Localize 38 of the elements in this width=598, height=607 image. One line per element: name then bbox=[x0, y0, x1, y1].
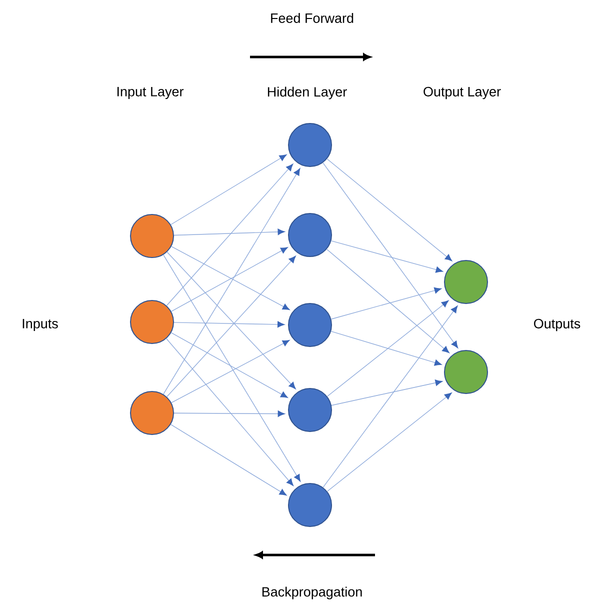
arrow bbox=[166, 164, 294, 306]
backpropagation-label: Backpropagation bbox=[262, 586, 362, 600]
arrow bbox=[326, 300, 449, 397]
arrow bbox=[174, 410, 285, 417]
arrow bbox=[163, 168, 300, 395]
arrow bbox=[330, 330, 442, 366]
arrow bbox=[326, 392, 452, 492]
arrow bbox=[171, 340, 290, 404]
side-label: Outputs bbox=[534, 318, 580, 332]
arrow bbox=[174, 228, 285, 236]
arrow bbox=[326, 158, 452, 262]
hidden-neuron bbox=[288, 483, 332, 527]
arrow bbox=[163, 254, 301, 482]
arrow bbox=[330, 287, 442, 320]
arrow bbox=[166, 338, 294, 486]
layer-label: Output Layer bbox=[424, 86, 501, 100]
arrow bbox=[170, 154, 287, 225]
hidden-neuron bbox=[288, 388, 332, 432]
hidden-neuron bbox=[288, 213, 332, 257]
input-neuron bbox=[130, 391, 174, 435]
layer-label: Hidden Layer bbox=[268, 86, 347, 100]
arrow bbox=[174, 321, 285, 328]
output-neuron bbox=[444, 260, 488, 304]
arrow bbox=[326, 248, 450, 354]
side-label: Inputs bbox=[22, 318, 58, 332]
feed-forward-label: Feed Forward bbox=[271, 13, 354, 23]
input-neuron bbox=[130, 300, 174, 344]
arrow bbox=[331, 380, 442, 406]
arrow bbox=[322, 306, 458, 488]
layer-label: Input Layer bbox=[117, 86, 184, 100]
arrow bbox=[170, 424, 287, 496]
input-neuron bbox=[130, 214, 174, 258]
arrow bbox=[322, 162, 458, 348]
arrow bbox=[330, 240, 443, 273]
output-neuron bbox=[444, 350, 488, 394]
hidden-neuron bbox=[288, 123, 332, 167]
hidden-neuron bbox=[288, 303, 332, 347]
arrow bbox=[170, 332, 288, 398]
